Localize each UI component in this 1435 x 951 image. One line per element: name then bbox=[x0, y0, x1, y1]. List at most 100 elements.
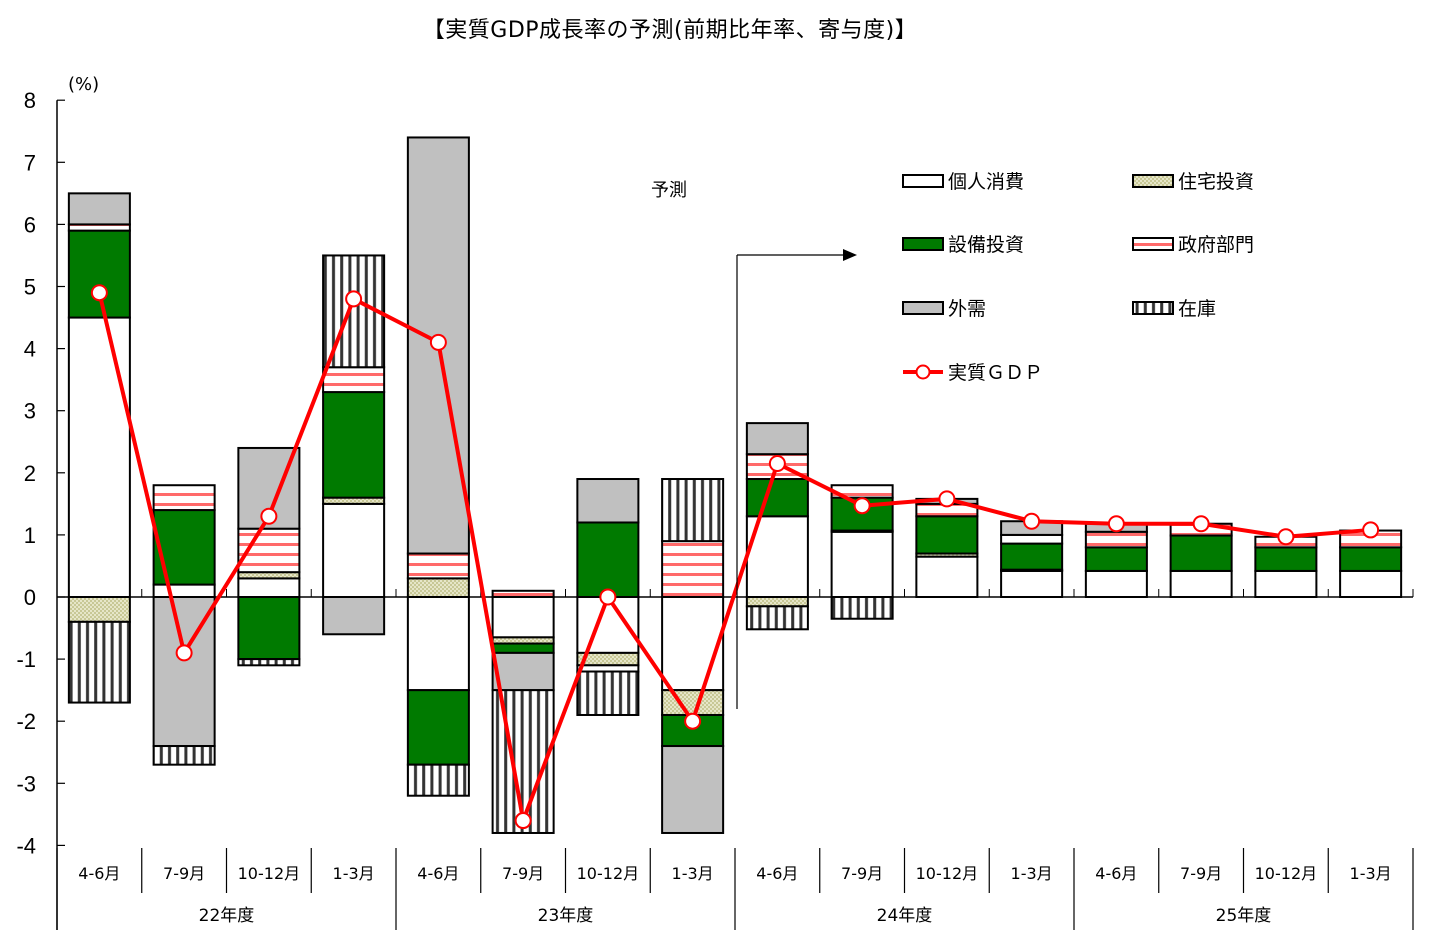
bar-segment-capex bbox=[915, 515, 979, 555]
x-category-label: 4-6月 bbox=[417, 864, 459, 883]
gdp-marker bbox=[1192, 515, 1210, 533]
y-unit-label: (%) bbox=[68, 74, 99, 95]
x-category-label: 7-9月 bbox=[502, 864, 544, 883]
y-tick-label: 5 bbox=[24, 275, 36, 300]
x-category-label: 4-6月 bbox=[78, 864, 120, 883]
legend-swatch-icon bbox=[902, 237, 944, 251]
legend-marker-icon bbox=[915, 364, 931, 380]
gdp-marker bbox=[90, 284, 108, 302]
bar-segment-government bbox=[322, 366, 386, 394]
bar-stack bbox=[1000, 520, 1064, 599]
bar-segment-consumption bbox=[830, 530, 894, 598]
gdp-marker bbox=[853, 497, 871, 515]
gdp-marker bbox=[1023, 512, 1041, 530]
bar-segment-consumption bbox=[67, 316, 131, 598]
bar-segment-government bbox=[152, 484, 216, 512]
bar-segment-capex bbox=[1000, 542, 1064, 571]
legend-item-gdp: 実質ＧＤＰ bbox=[903, 362, 1043, 384]
y-tick-label: 7 bbox=[24, 150, 36, 175]
y-tick-label: 8 bbox=[24, 88, 36, 113]
gdp-marker bbox=[514, 812, 532, 830]
gdp-marker bbox=[1107, 515, 1125, 533]
legend-item-government: 政府部門 bbox=[1132, 234, 1254, 256]
x-category-label: 4-6月 bbox=[1095, 864, 1137, 883]
bar-segment-capex bbox=[237, 596, 301, 661]
y-tick-label: -2 bbox=[16, 709, 36, 734]
gdp-marker bbox=[684, 712, 702, 730]
bar-segment-inventory bbox=[237, 658, 301, 667]
bar-segment-capex bbox=[1084, 546, 1148, 572]
legend-swatch-icon bbox=[902, 301, 944, 315]
legend-label: 個人消費 bbox=[948, 171, 1024, 193]
gdp-marker bbox=[768, 454, 786, 472]
bar-segment-consumption bbox=[322, 502, 386, 599]
bar-segment-consumption bbox=[491, 596, 555, 639]
bar-segment-external bbox=[322, 596, 386, 636]
legend-item-external: 外需 bbox=[902, 298, 986, 320]
bar-segment-consumption bbox=[152, 583, 216, 599]
legend-swatch-icon bbox=[1132, 301, 1174, 315]
bar-stack bbox=[745, 422, 809, 631]
bar-stack bbox=[1254, 535, 1318, 599]
y-tick-label: 1 bbox=[24, 523, 36, 548]
bar-segment-housing bbox=[661, 689, 725, 716]
legend: 個人消費住宅投資設備投資政府部門外需在庫実質ＧＤＰ bbox=[902, 171, 1254, 384]
bar-segment-capex bbox=[1339, 546, 1403, 572]
bar-segment-inventory bbox=[745, 605, 809, 631]
x-category-label: 7-9月 bbox=[163, 864, 205, 883]
bar-segment-government bbox=[491, 589, 555, 598]
bar-segment-external bbox=[576, 478, 640, 524]
bar-segment-capex bbox=[1254, 546, 1318, 572]
bar-segment-consumption bbox=[1169, 569, 1233, 599]
bar-segment-external bbox=[661, 745, 725, 834]
legend-label: 政府部門 bbox=[1178, 234, 1254, 256]
bar-segment-government bbox=[1000, 533, 1064, 545]
legend-item-housing: 住宅投資 bbox=[1132, 171, 1254, 193]
legend-label: 住宅投資 bbox=[1178, 171, 1254, 193]
bar-segment-consumption bbox=[661, 596, 725, 692]
y-tick-label: -4 bbox=[16, 833, 36, 858]
x-category-label: 7-9月 bbox=[1180, 864, 1222, 883]
gdp-marker bbox=[345, 290, 363, 308]
x-category-label: 1-3月 bbox=[672, 864, 714, 883]
bar-segment-capex bbox=[745, 478, 809, 518]
legend-item-consumption: 個人消費 bbox=[902, 171, 1024, 193]
bar-segment-external bbox=[491, 651, 555, 692]
x-group-label: 22年度 bbox=[199, 906, 255, 926]
gdp-marker bbox=[599, 588, 617, 606]
x-category-label: 10-12月 bbox=[238, 864, 301, 883]
legend-swatch-icon bbox=[1132, 237, 1174, 251]
bar-segment-capex bbox=[576, 521, 640, 598]
gdp-marker bbox=[1362, 521, 1380, 539]
bar-segment-consumption bbox=[237, 577, 301, 598]
bar-segment-capex bbox=[1169, 534, 1233, 572]
y-tick-label: 4 bbox=[24, 337, 36, 362]
legend-label: 設備投資 bbox=[948, 234, 1024, 256]
gdp-marker bbox=[260, 507, 278, 525]
bar-segment-external bbox=[67, 192, 131, 226]
bar-segment-inventory bbox=[406, 763, 470, 797]
y-tick-label: 3 bbox=[24, 399, 36, 424]
x-category-label: 10-12月 bbox=[577, 864, 640, 883]
forecast-annotation: 予測 bbox=[651, 180, 857, 709]
bar-segment-government bbox=[1084, 530, 1148, 549]
bar-segment-housing bbox=[67, 596, 131, 623]
bar-segment-consumption bbox=[1339, 569, 1403, 599]
x-category-label: 1-3月 bbox=[333, 864, 375, 883]
x-category-label: 10-12月 bbox=[916, 864, 979, 883]
bar-segment-consumption bbox=[1084, 569, 1148, 599]
gdp-marker bbox=[175, 644, 193, 662]
bar-stack bbox=[661, 478, 725, 834]
y-tick-label: 0 bbox=[24, 585, 36, 610]
bar-segment-housing bbox=[745, 596, 809, 608]
bar-segment-government bbox=[406, 552, 470, 580]
bar-stack bbox=[237, 446, 301, 667]
bar-stack bbox=[1339, 529, 1403, 599]
bar-segment-external bbox=[745, 422, 809, 456]
bar-segment-consumption bbox=[1254, 569, 1318, 599]
gdp-marker bbox=[429, 333, 447, 351]
y-tick-label: 6 bbox=[24, 212, 36, 237]
bar-stack bbox=[915, 497, 979, 599]
